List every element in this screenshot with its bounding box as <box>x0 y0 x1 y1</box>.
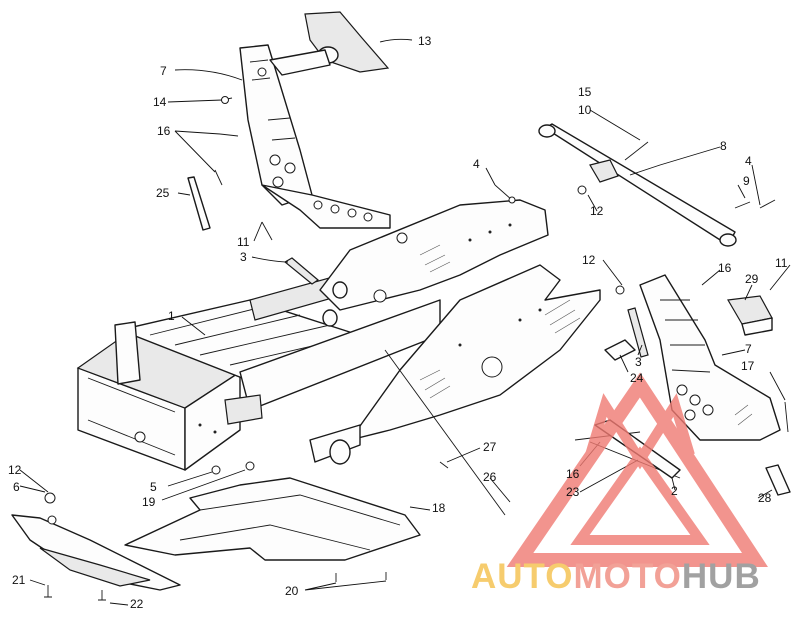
callout-14: 14 <box>153 95 167 109</box>
callout-28: 27 <box>483 440 497 454</box>
callout-29: 29 <box>745 272 759 286</box>
callout-21: 21 <box>12 573 26 587</box>
callout-10: 10 <box>578 103 592 117</box>
main-chassis-frame <box>76 199 601 471</box>
callout-4-left: 4 <box>473 157 480 171</box>
callout-19: 19 <box>142 495 156 509</box>
watermark-moto: MOTO <box>574 557 682 596</box>
callout-3-right: 3 <box>635 355 642 369</box>
callout-5: 5 <box>150 480 157 494</box>
belly-pan <box>124 477 421 561</box>
callout-15: 15 <box>578 85 592 99</box>
callout-9: 9 <box>743 174 750 188</box>
callout-2: 2 <box>671 484 678 498</box>
callout-16-upper: 16 <box>157 124 171 138</box>
callout-18: 18 <box>432 501 446 515</box>
watermark-triangle-icon <box>506 372 768 567</box>
steering-support-upper <box>187 11 391 231</box>
steering-shaft <box>538 123 776 247</box>
watermark-text: AUTOMOTOHUB <box>471 557 761 596</box>
callout-4-right: 4 <box>745 154 752 168</box>
callout-26: 25 <box>156 186 170 200</box>
callout-20: 20 <box>285 584 299 598</box>
callout-25: 24 <box>630 371 644 385</box>
callout-13: 13 <box>418 34 432 48</box>
callout-8: 8 <box>720 139 727 153</box>
automotohub-watermark: AUTOMOTOHUB <box>471 372 768 596</box>
callout-labels: 13 7 14 16 25 11 3 1 4 15 10 8 4 9 12 12… <box>8 34 788 611</box>
callout-6: 6 <box>13 480 20 494</box>
watermark-m-icon <box>585 393 695 470</box>
callout-7-upper: 7 <box>160 64 167 78</box>
callout-16-right: 16 <box>718 261 732 275</box>
callout-12-top: 12 <box>590 204 604 218</box>
callout-23: 23 <box>566 485 580 499</box>
watermark-hub: HUB <box>682 557 761 596</box>
watermark-auto: AUTO <box>471 557 574 596</box>
watermark-inner-triangle-icon <box>570 446 710 545</box>
callout-3-left: 3 <box>240 250 247 264</box>
callout-11-right: 11 <box>775 256 788 270</box>
callout-24: 28 <box>758 491 772 505</box>
callout-12-left: 12 <box>8 463 22 477</box>
front-skid-plate <box>11 492 181 601</box>
callout-22: 22 <box>130 597 144 611</box>
callout-12-mid: 12 <box>582 253 596 267</box>
callout-11-left: 11 <box>237 235 250 249</box>
callout-17: 17 <box>741 359 755 373</box>
callout-1: 1 <box>168 309 175 323</box>
callout-27: 26 <box>483 470 497 484</box>
fasteners <box>211 133 516 582</box>
callout-7-right: 7 <box>745 342 752 356</box>
callout-16-lower: 16 <box>566 467 580 481</box>
